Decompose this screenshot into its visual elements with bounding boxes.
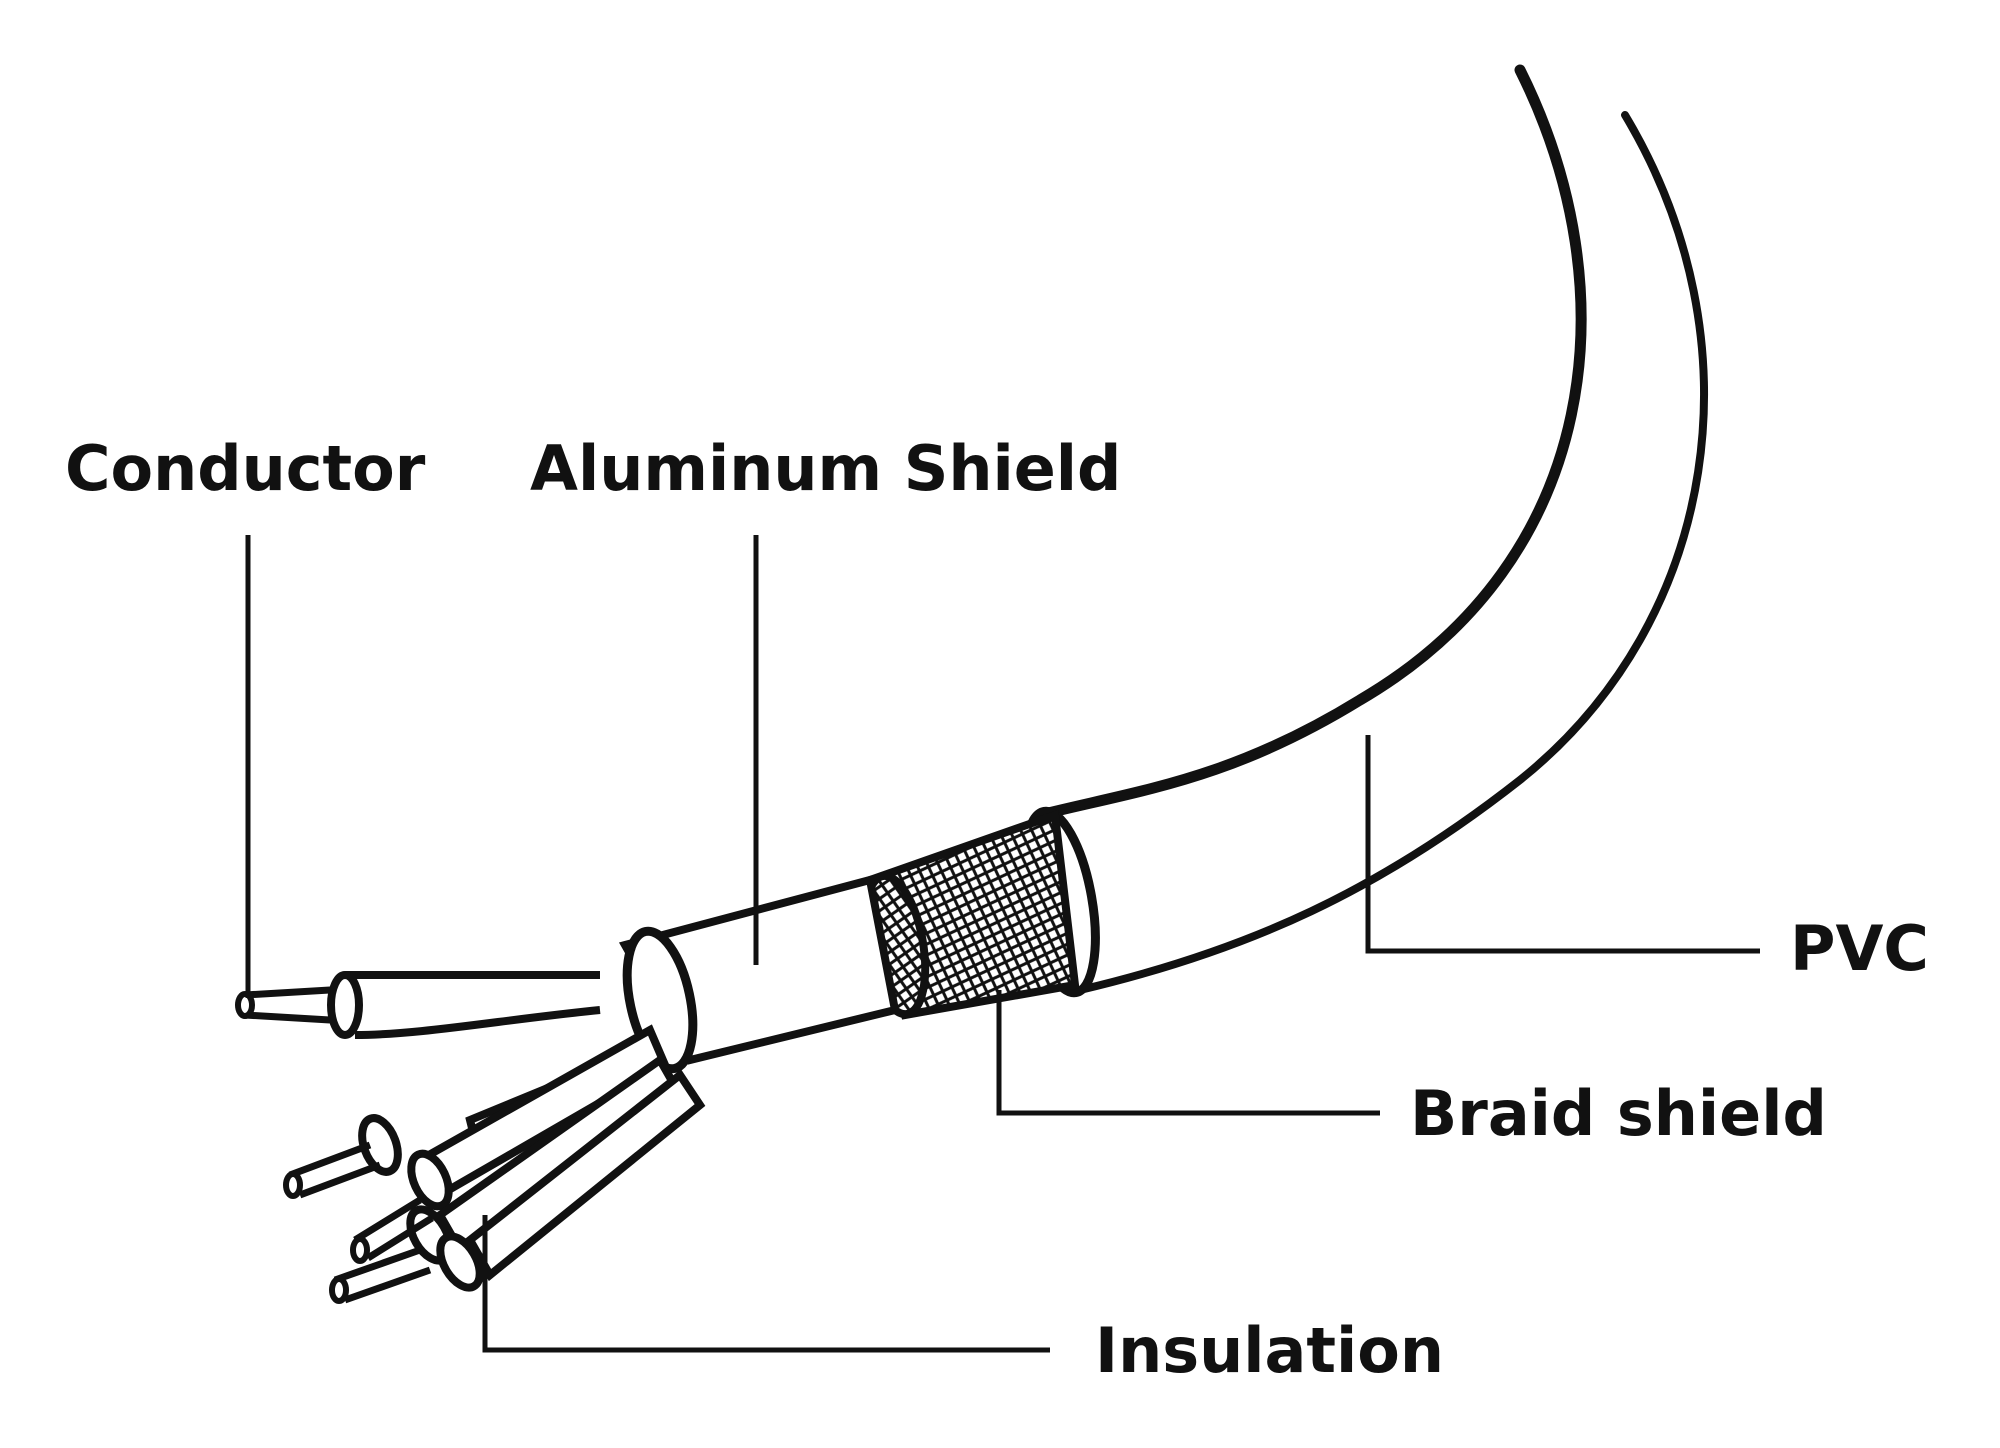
aluminum-shield — [618, 875, 900, 1074]
label-aluminum-shield: Aluminum Shield — [530, 432, 1121, 505]
label-braid-shield: Braid shield — [1410, 1077, 1827, 1150]
braid-shield — [860, 809, 1080, 1020]
leader-line-pvc — [1365, 735, 1760, 954]
bare-conductors — [235, 986, 434, 1304]
leader-line-insulation — [482, 1215, 1050, 1353]
pvc-jacket — [1020, 64, 1708, 998]
leader-lines — [245, 535, 1760, 1353]
leader-line-braid-shield — [996, 990, 1380, 1116]
label-conductor: Conductor — [65, 432, 426, 505]
label-pvc: PVC — [1790, 912, 1929, 985]
label-insulation: Insulation — [1095, 1314, 1444, 1387]
